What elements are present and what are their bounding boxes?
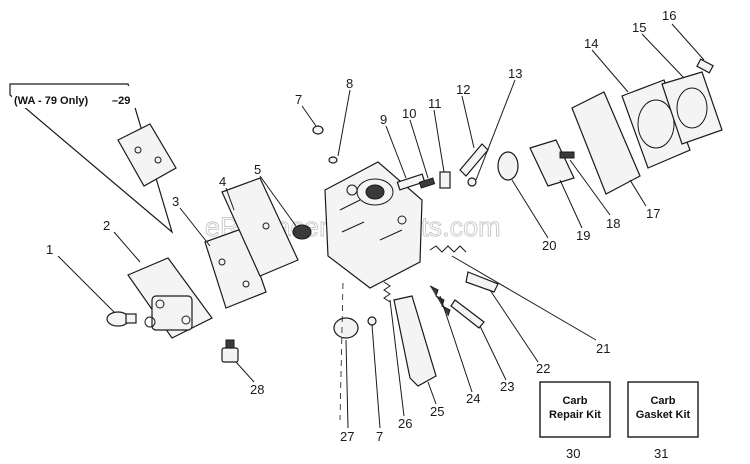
callout-number: –29: [112, 95, 130, 107]
part-gasket-14: [571, 91, 641, 195]
label-13: 13: [508, 66, 522, 81]
part-spring-21: [429, 245, 467, 253]
label-7-top: 7: [295, 92, 302, 107]
part-labels: 1 2 3 4 5 7 8 9 10 11 12 13 14 15 16 17 …: [46, 8, 676, 444]
label-19: 19: [576, 228, 590, 243]
gasket-kit-line1: Carb: [650, 395, 675, 407]
label-21: 21: [596, 341, 610, 356]
label-10: 10: [402, 106, 416, 121]
repair-kit-line2: Repair Kit: [549, 409, 601, 421]
repair-kit-line1: Carb: [562, 395, 587, 407]
part-screw-1: [106, 311, 137, 327]
label-27: 27: [340, 429, 354, 444]
part-fitting-28: [221, 339, 239, 363]
label-17: 17: [646, 206, 660, 221]
callout-wa79: (WA - 79 Only) –29: [9, 83, 177, 234]
part-needle-23: [450, 299, 485, 329]
label-15: 15: [632, 20, 646, 35]
part-13: [467, 177, 477, 187]
part-needle-22: [465, 271, 499, 293]
label-16: 16: [662, 8, 676, 23]
label-25: 25: [430, 404, 444, 419]
part-19: [529, 139, 575, 187]
part-10: [418, 177, 436, 189]
part-8: [328, 156, 338, 164]
repair-kit-number: 30: [566, 446, 580, 461]
label-1: 1: [46, 242, 53, 257]
part-disk-27: [333, 317, 359, 339]
part-plate-15: [661, 71, 723, 145]
part-7-top: [312, 125, 324, 135]
gasket-kit-number: 31: [654, 446, 668, 461]
part-screw-16: [696, 58, 714, 74]
label-9: 9: [380, 112, 387, 127]
part-20: [497, 151, 519, 181]
gasket-kit-line2: Gasket Kit: [636, 409, 691, 421]
callout-text: (WA - 79 Only): [14, 95, 88, 107]
label-23: 23: [500, 379, 514, 394]
label-20: 20: [542, 238, 556, 253]
label-12: 12: [456, 82, 470, 97]
label-5: 5: [254, 162, 261, 177]
part-lever-25: [393, 295, 437, 387]
label-11: 11: [428, 96, 442, 111]
label-8: 8: [346, 76, 353, 91]
part-spring-26: [383, 281, 391, 303]
part-screen-5: [292, 224, 312, 240]
label-4: 4: [219, 174, 226, 189]
part-spring-24: [429, 285, 451, 317]
part-pump-cover-2: [127, 257, 213, 339]
label-7-bottom: 7: [376, 429, 383, 444]
part-11: [439, 171, 451, 189]
repair-kit-box: Carb Repair Kit 30: [539, 381, 611, 461]
gasket-kit-box: Carb Gasket Kit 31: [627, 381, 699, 461]
part-9: [396, 173, 426, 191]
part-18: [559, 151, 575, 159]
label-18: 18: [606, 216, 620, 231]
label-2: 2: [103, 218, 110, 233]
leader-lines: [57, 23, 705, 429]
part-diaphragm-4: [221, 177, 299, 277]
part-pin-7: [367, 316, 377, 326]
label-28: 28: [250, 382, 264, 397]
part-cover-17: [621, 79, 691, 169]
label-14: 14: [584, 36, 598, 51]
label-26: 26: [398, 416, 412, 431]
label-24: 24: [466, 391, 480, 406]
label-3: 3: [172, 194, 179, 209]
carburetor-body: [324, 161, 423, 289]
label-22: 22: [536, 361, 550, 376]
